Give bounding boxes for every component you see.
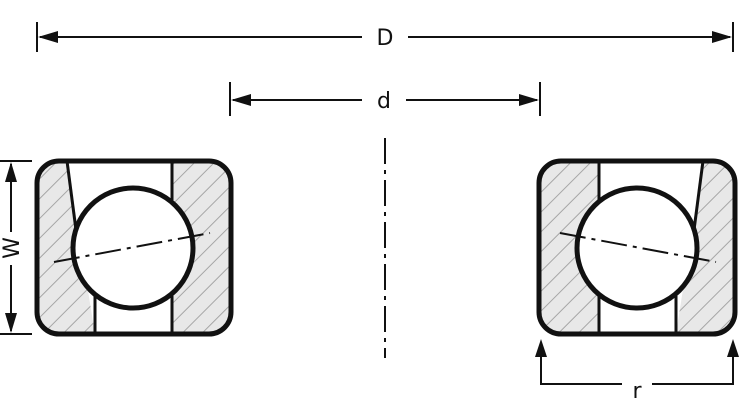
contact-angle-line xyxy=(53,232,211,263)
contact-angle-line xyxy=(559,232,717,263)
arrowhead xyxy=(5,162,17,182)
arrowhead xyxy=(727,339,739,357)
leader-line xyxy=(540,345,622,385)
outer-ring-section xyxy=(37,161,95,334)
arrowhead xyxy=(231,94,251,106)
bearing-section-right xyxy=(536,158,738,337)
ball xyxy=(574,185,700,311)
section-outline xyxy=(34,158,234,337)
label-bore-diameter: d xyxy=(377,89,391,114)
arrowhead xyxy=(712,31,732,43)
ball xyxy=(70,185,196,311)
arrowhead xyxy=(535,339,547,357)
leader-line xyxy=(652,345,734,385)
ring-edge xyxy=(692,160,705,231)
chamfer-indicator: r xyxy=(535,339,739,404)
dimension-width: W xyxy=(0,160,32,335)
bearing-section-left xyxy=(34,158,234,337)
section-outline xyxy=(536,158,738,337)
arrowhead xyxy=(38,31,58,43)
arrowhead xyxy=(5,313,17,333)
ring-edge xyxy=(65,160,78,231)
dimension-bore-diameter: d xyxy=(229,82,541,116)
dimension-outer-diameter: D xyxy=(36,22,734,52)
label-width: W xyxy=(0,237,25,259)
label-chamfer: r xyxy=(632,379,642,404)
arrowhead xyxy=(519,94,539,106)
outer-ring-section xyxy=(676,161,735,334)
label-outer-diameter: D xyxy=(377,26,394,51)
